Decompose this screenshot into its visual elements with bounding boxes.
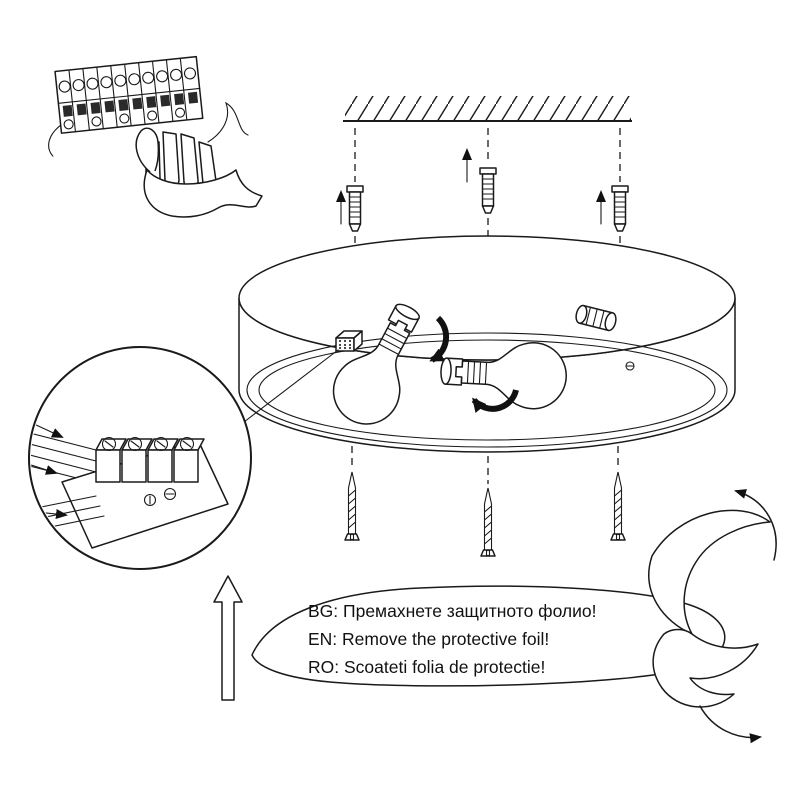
instruction-line-ro: RO: Scoateti folia de protectie!: [308, 657, 545, 677]
strip-clamps-icon: [62, 91, 199, 117]
spare-socket-icon: [575, 304, 617, 332]
terminal-strip-icon: [48, 55, 204, 157]
incoming-wires-icon: [31, 429, 97, 484]
panel-symbols-icon: [143, 487, 177, 507]
instruction-line-bg: BG: Премахнете защитното фолио!: [308, 601, 597, 621]
insert-arrows: [336, 148, 606, 225]
ceiling-lamp-base-icon: [238, 235, 736, 453]
strip-screws-top-icon: [58, 67, 197, 93]
strip-pigtail-wire-icon: [48, 124, 62, 157]
strip-screws-bottom-icon: [63, 107, 186, 130]
mounting-screw-center-icon: [480, 487, 496, 557]
mounting-screw-right-icon: [610, 471, 626, 541]
wiring-detail-magnifier: [28, 346, 252, 570]
protective-foil-peel: [648, 489, 777, 744]
peel-arrow-up-icon: [734, 489, 777, 561]
foil-roll-icon: [652, 628, 759, 708]
wall-plug-right-icon: [611, 185, 629, 232]
plate-screw-icon: [625, 361, 635, 371]
instruction-line-en: EN: Remove the protective foil!: [308, 629, 549, 649]
speech-bubble-icon: [251, 585, 726, 687]
alignment-guides: [351, 128, 621, 484]
terminal-connector-cube-icon: [335, 330, 363, 352]
peel-arrow-down-icon: [699, 705, 762, 744]
direction-up-arrow-icon: [213, 575, 243, 701]
mounting-screw-left-icon: [344, 471, 360, 541]
rotation-arrow-left-icon: [429, 315, 450, 363]
protective-foil-icon: [648, 509, 771, 635]
rotation-arrow-right-icon: [471, 389, 519, 413]
instruction-bubble: BG: Премахнете защитното фолио! EN: Remo…: [251, 585, 726, 687]
ceiling-hatch-icon: [343, 96, 632, 122]
hand-with-terminal-strip: [48, 55, 263, 218]
terminal-block-icon: [95, 436, 205, 483]
magnifier-leader-line: [243, 349, 339, 423]
socket-holder-left-icon: [387, 303, 420, 333]
held-wire-icon: [207, 101, 249, 143]
wall-plug-center-icon: [479, 167, 497, 214]
hand-icon: [135, 101, 263, 218]
wall-plug-left-icon: [346, 185, 364, 232]
